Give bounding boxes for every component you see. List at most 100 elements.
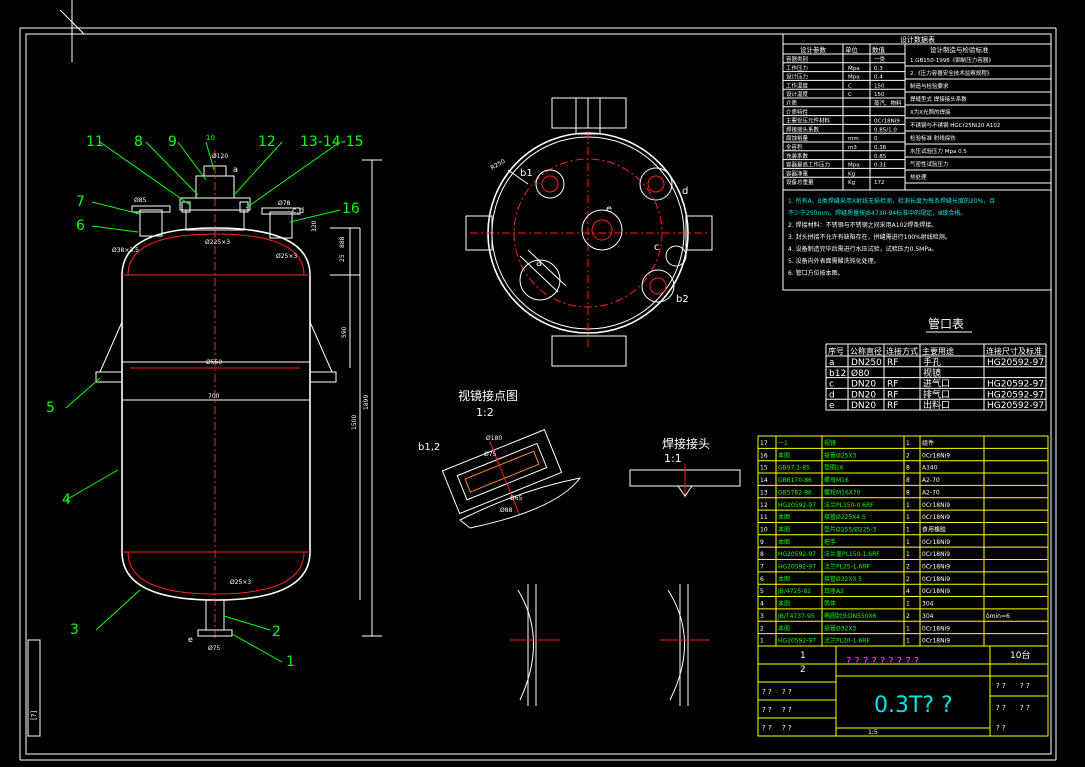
title-block: 1 2 ? ? ? ? ? ? ? ? ? 10台 0.3T? ? 1:5 ? … — [757, 645, 1049, 737]
bom-cell: 5 — [760, 588, 764, 595]
dim-top-small: Ø120 — [212, 153, 228, 160]
bom-cell: 组件 — [922, 439, 934, 447]
design-left-h1: 单位 — [845, 45, 859, 54]
note-line: 2. 焊接材料：不锈钢与不锈钢之间采用A102焊条焊接。 — [788, 221, 937, 229]
bom-cell: 14 — [760, 477, 768, 484]
dim-shell-od: 700 — [208, 393, 220, 400]
nozzle-cell: HG20592-97 — [987, 380, 1044, 390]
bom-cell: 2 — [906, 613, 910, 620]
bom-cell: 螺母M16 — [824, 476, 849, 484]
dim-right-nozzle-pipe: Ø25×3 — [276, 253, 297, 260]
design-row-label: 设备总重量 — [786, 178, 814, 186]
title-qty: 10台 — [1010, 649, 1030, 661]
design-std-line: 制造与检验要求 — [910, 82, 949, 90]
title-placeholder-cell: ? ? — [762, 688, 772, 696]
drawing-frame — [19, 0, 1057, 761]
bom-cell: 16 — [760, 452, 768, 459]
bom-cell: 17 — [760, 440, 768, 447]
title-main: 0.3T? ? — [874, 693, 953, 718]
bom-cell: 1 — [906, 514, 910, 521]
design-std-line: 1.GB150-1998《钢制压力容器》 — [910, 56, 994, 64]
bom-cell: 0Cr18Ni9 — [922, 551, 950, 558]
bom-cell: GB6170-86 — [778, 477, 812, 484]
balloon-2: 2 — [272, 624, 281, 640]
bom-cell: 4 — [906, 588, 910, 595]
nozzle-cell: HG20592-97 — [987, 358, 1044, 368]
note-line: 6. 管口方位按本图。 — [788, 269, 844, 277]
design-right-header: 设计制造与检验标准 — [930, 45, 989, 54]
bom-cell: 3 — [760, 613, 764, 620]
technical-notes: 1. 所有A、B类焊缝采用X射线无损检测，检测长度为每条焊缝长度的20%，且不少… — [788, 197, 995, 277]
bom-cell: 本图 — [778, 451, 790, 459]
nozzle-header-cell: 序号 — [828, 346, 844, 356]
design-std-line: 检验标准 射线探伤 — [910, 134, 956, 142]
bom-cell: 垫圈16 — [824, 464, 844, 472]
bom-cell: 304 — [922, 613, 934, 620]
design-std-line: 水压试验压力 Mpa 0.5 — [910, 147, 967, 155]
bom-cell: 10 — [760, 526, 768, 533]
top-label-a: a — [536, 258, 542, 269]
bom-cell: A2-70 — [922, 489, 940, 496]
design-row-value: 150 — [874, 92, 885, 98]
bom-cell: 本图 — [778, 624, 790, 632]
weld-detail: 焊接接头 1:1 — [510, 436, 741, 706]
design-row-value: 0.85 — [874, 154, 887, 160]
bom-cell: 1 — [906, 526, 910, 533]
title-placeholder-cell: ? ? — [762, 724, 772, 732]
bom-cell: 8 — [906, 477, 910, 484]
balloon-12: 12 — [258, 134, 276, 150]
bom-cell: 椭圆封头DN550X6 — [824, 612, 877, 620]
bom-cell: 1 — [906, 601, 910, 608]
balloon-9: 9 — [168, 134, 177, 150]
nozzle-cell: 进气口 — [923, 378, 950, 390]
main-vessel-elevation — [95, 150, 382, 640]
bom-cell: 接管Ø25X3 — [824, 451, 856, 459]
bom-cell: 1 — [760, 638, 764, 645]
sight-glass-tag: b1,2 — [418, 442, 440, 453]
design-row-label: 容器净重 — [786, 169, 809, 177]
design-std-line: 2.《压力容器安全技术监察规程》 — [910, 69, 992, 77]
balloon-4: 4 — [62, 492, 71, 508]
bom-cell: 8 — [906, 489, 910, 496]
bom-cell: 304 — [922, 601, 934, 608]
title-placeholder-cell: ? ? — [782, 688, 792, 696]
bom-cell: 0Cr18Ni9 — [922, 514, 950, 521]
design-row-value: 0.3 — [874, 66, 883, 72]
bom-cell: 法兰PL25-1.6RF — [824, 563, 870, 571]
nozzle-cell: RF — [887, 390, 898, 400]
design-row-value: 0.36 — [874, 145, 887, 151]
bom-cell: 本图 — [778, 525, 790, 533]
bom-cell: 螺栓M16X70 — [824, 488, 861, 496]
design-row-label: 充装系数 — [786, 152, 809, 160]
design-left-h0: 设计参数 — [800, 45, 827, 54]
nozzle-mark-a: a — [233, 165, 238, 174]
nozzle-cell: 视镜 — [923, 367, 941, 379]
bom-cell: 0Cr18Ni9 — [922, 576, 950, 583]
design-row-value: 0.85/1.0 — [874, 127, 897, 133]
design-std-line: 焊缝型式 焊接接头系数 — [910, 95, 967, 103]
bom-cell: 7 — [760, 564, 764, 571]
nozzle-cell: HG20592-97 — [987, 390, 1044, 400]
balloon-5: 5 — [46, 400, 55, 416]
design-row-value: 0.31 — [874, 163, 886, 169]
bom-cell: 法兰PL150-0.6RF — [824, 501, 874, 509]
sight-glass-dim-1: Ø180 — [486, 435, 502, 442]
bom-cell: 0Cr18Ni9 — [922, 564, 950, 571]
title-scale: 1:5 — [868, 729, 878, 736]
bom-cell: 接管Ø32X3 — [824, 624, 856, 632]
dim-left-nozzle-pipe: Ø38×3.5 — [112, 247, 139, 254]
title-placeholder-cell: ? ? — [996, 682, 1006, 690]
title-name-line: ? ? ? ? ? ? ? ? ? — [846, 656, 919, 667]
bom-cell: 本图 — [778, 538, 790, 546]
title-placeholder-cell: ? ? — [1020, 682, 1030, 690]
bom-cell: 11 — [760, 514, 768, 521]
bom-cell: 4 — [760, 601, 764, 608]
bom-cell: 垫片Ø255/Ø225-3 — [824, 525, 877, 533]
nozzle-cell: d — [829, 390, 835, 400]
nozzle-cell: DN250 — [851, 358, 882, 368]
bom-cell: 筒体 — [824, 600, 836, 608]
bom-cell: 8 — [906, 465, 910, 472]
dim-h2: 590 — [341, 326, 348, 338]
design-std-line: 热处理 — [910, 173, 927, 181]
